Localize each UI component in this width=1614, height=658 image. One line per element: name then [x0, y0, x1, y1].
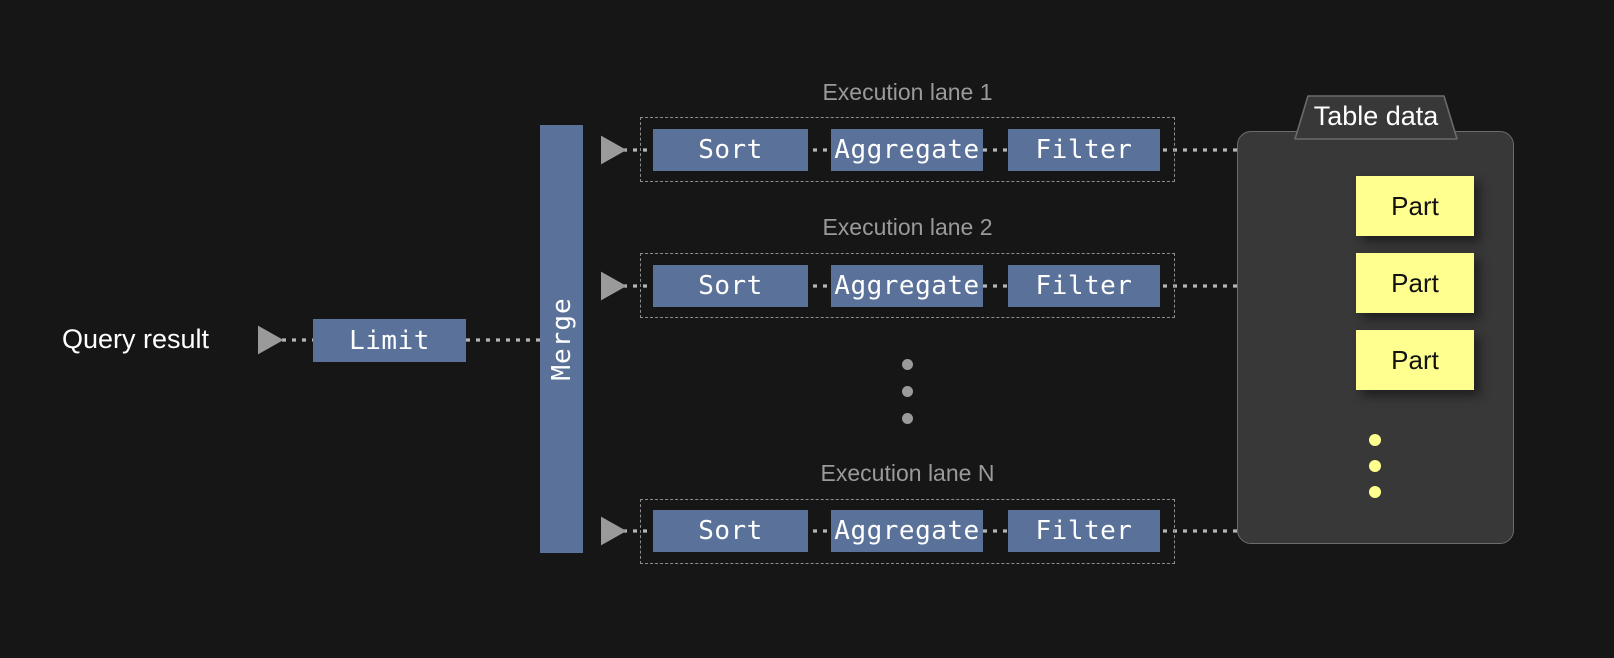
lane-n-stage-aggregate[interactable]: Aggregate: [831, 510, 983, 552]
lane-title-1: Execution lane 1: [822, 79, 993, 105]
ellipsis-dot: [902, 413, 913, 424]
part-ellipsis: [1369, 434, 1381, 498]
query-result-label: Query result: [62, 324, 210, 354]
limit-block[interactable]: Limit: [313, 319, 466, 362]
ellipsis-dot: [1369, 434, 1381, 446]
part-block[interactable]: Part: [1356, 253, 1474, 313]
part-block[interactable]: Part: [1356, 176, 1474, 236]
table-data-title: Table data: [1313, 101, 1439, 131]
merge-block[interactable]: Merge: [540, 125, 583, 553]
ellipsis-dot: [1369, 460, 1381, 472]
tab-shape-icon: [1294, 95, 1458, 140]
lane-ellipsis: [902, 359, 913, 424]
lane-2-stage-filter[interactable]: Filter: [1008, 265, 1160, 307]
ellipsis-dot: [902, 386, 913, 397]
lane-n-stage-filter[interactable]: Filter: [1008, 510, 1160, 552]
lane-title-n: Execution lane N: [820, 460, 995, 486]
lane-2-stage-sort[interactable]: Sort: [653, 265, 808, 307]
lane-n-stage-sort[interactable]: Sort: [653, 510, 808, 552]
merge-label: Merge: [546, 297, 577, 381]
lane-1-stage-aggregate[interactable]: Aggregate: [831, 129, 983, 171]
table-data-tab: Table data: [1294, 94, 1458, 140]
lane-title-2: Execution lane 2: [822, 214, 993, 240]
ellipsis-dot: [902, 359, 913, 370]
lane-1-stage-filter[interactable]: Filter: [1008, 129, 1160, 171]
part-block[interactable]: Part: [1356, 330, 1474, 390]
lane-2-stage-aggregate[interactable]: Aggregate: [831, 265, 983, 307]
lane-1-stage-sort[interactable]: Sort: [653, 129, 808, 171]
ellipsis-dot: [1369, 486, 1381, 498]
